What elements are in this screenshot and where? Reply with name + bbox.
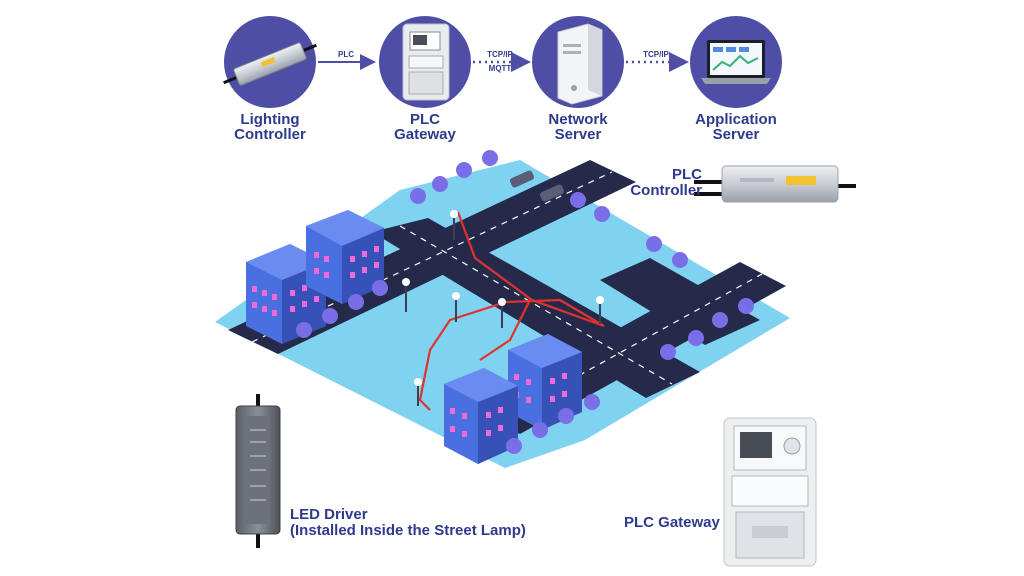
label-plc-controller: PLC Controller [630, 166, 702, 199]
building-3 [508, 334, 582, 430]
led-driver-device [235, 394, 281, 548]
node-network-server [532, 16, 624, 108]
plc-gateway-device [723, 417, 817, 567]
node-application-server [690, 16, 782, 108]
edge-label-tcpip-mqtt: TCP/IP MQTT [487, 50, 513, 73]
label-plc-gateway-device: PLC Gateway [624, 514, 720, 531]
plc-controller-device [694, 165, 856, 203]
city-illustration [215, 150, 790, 468]
edge-label-tcpip: TCP/IP [643, 50, 669, 59]
driver-icon [223, 42, 317, 86]
edge-label-plc: PLC [338, 50, 354, 59]
meter-icon [402, 23, 450, 101]
node-plc-gateway [379, 16, 471, 108]
node-lighting-controller [223, 16, 317, 108]
label-led-driver: LED Driver (Installed Inside the Street … [290, 506, 526, 539]
server-icon [557, 23, 603, 105]
laptop-icon [701, 40, 771, 84]
